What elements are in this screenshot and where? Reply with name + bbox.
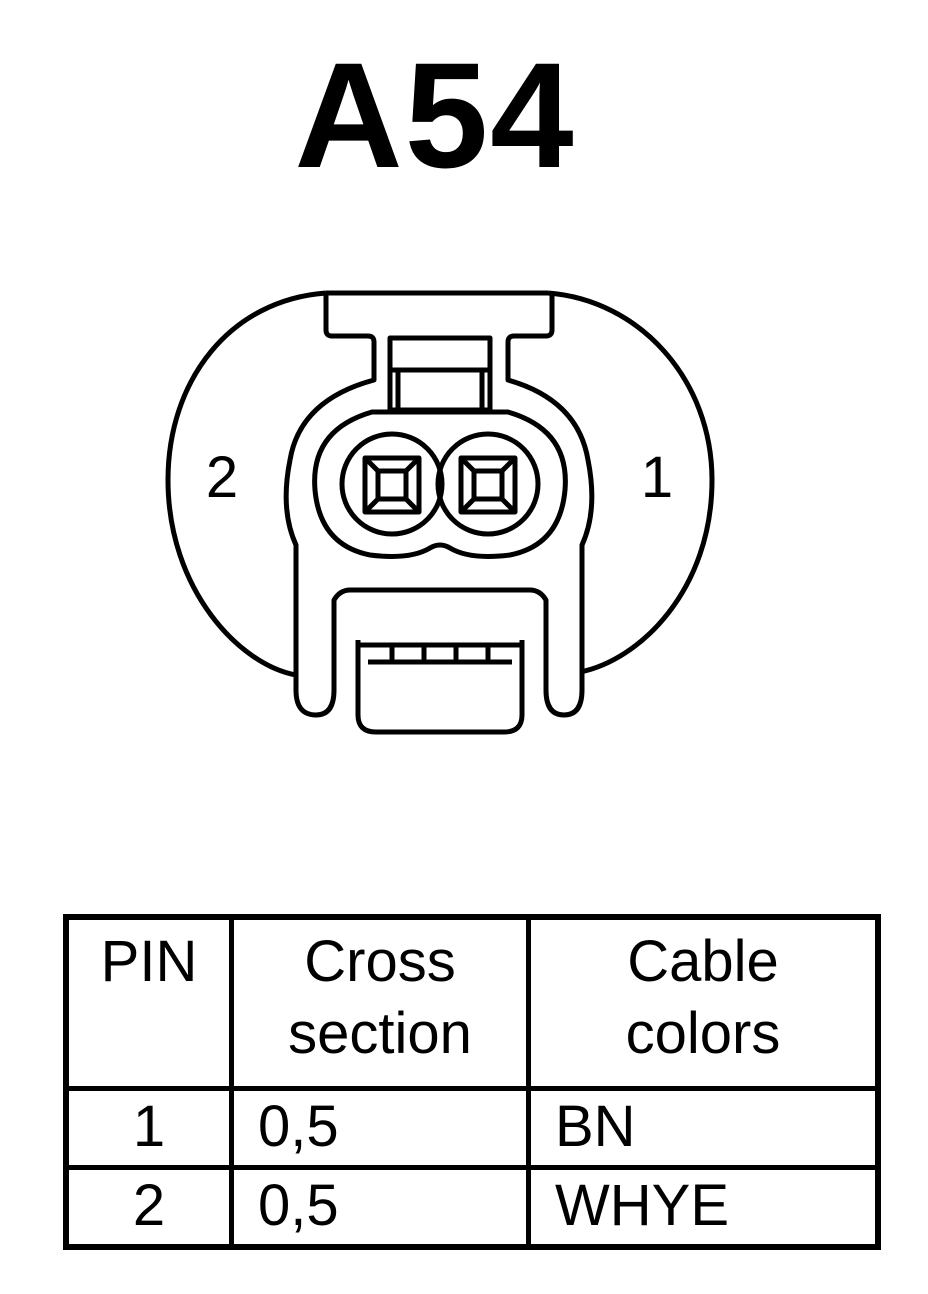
connector-top-latch	[283, 293, 595, 718]
pin-1-terminal-outer	[458, 455, 518, 515]
pin-assignment-table: PIN Cross section Cable colors 1 0,5 BN …	[63, 914, 881, 1250]
connector-cavity-outline	[312, 409, 568, 559]
connector-bottom-lock	[355, 640, 525, 735]
header-cable-colors: Cable colors	[526, 914, 881, 1091]
cell-cable-color: WHYE	[526, 1165, 881, 1250]
connector-diagram: 2 1	[165, 290, 715, 735]
table-header-row: PIN Cross section Cable colors	[63, 914, 881, 1091]
header-cross-section: Cross section	[229, 914, 531, 1091]
header-pin: PIN	[63, 914, 234, 1091]
pin-label-left: 2	[206, 445, 238, 510]
connector-housing-outline	[165, 290, 715, 678]
connector-title: A54	[294, 31, 576, 199]
table-row: 2 0,5 WHYE	[63, 1165, 881, 1250]
pin-2-socket	[339, 431, 445, 537]
pin-1-terminal-inner	[471, 468, 505, 502]
cell-cable-color: BN	[526, 1086, 881, 1170]
cell-cross-section: 0,5	[229, 1165, 531, 1250]
pin-1-socket	[435, 431, 541, 537]
pin-2-terminal-inner	[375, 468, 409, 502]
cell-pin: 2	[63, 1165, 234, 1250]
connector-latch-window	[387, 335, 493, 413]
pin-label-right: 1	[641, 445, 673, 510]
table-row: 1 0,5 BN	[63, 1086, 881, 1170]
cell-cross-section: 0,5	[229, 1086, 531, 1170]
pin-2-terminal-outer	[362, 455, 422, 515]
cell-pin: 1	[63, 1086, 234, 1170]
